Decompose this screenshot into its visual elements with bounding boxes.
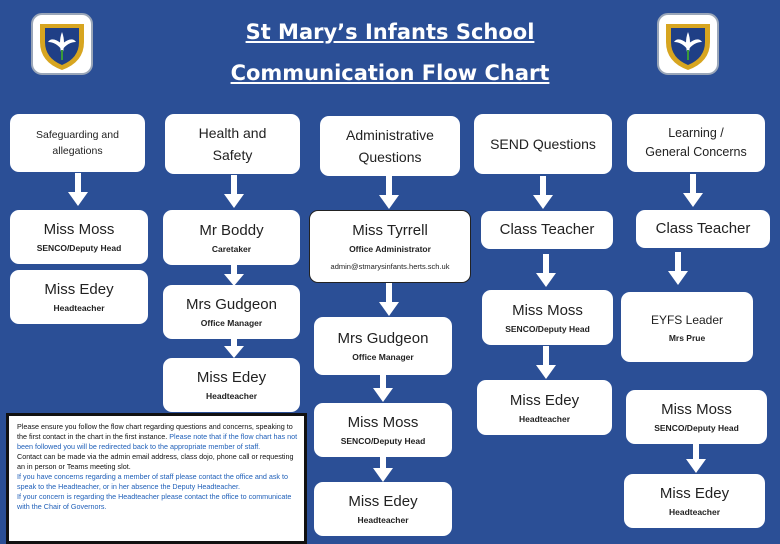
down-arrow-icon bbox=[379, 176, 399, 209]
person-box: Mrs Gudgeon Office Manager bbox=[314, 317, 452, 375]
note-paragraph: If your concern is regarding the Headtea… bbox=[17, 492, 292, 511]
note-paragraph: Contact can be made via the admin email … bbox=[17, 452, 294, 471]
person-box: Miss Tyrrell Office Administrator admin@… bbox=[309, 210, 471, 283]
person-box: Mr Boddy Caretaker bbox=[163, 210, 300, 265]
down-arrow-icon bbox=[224, 339, 244, 358]
person-role: Headteacher bbox=[518, 413, 571, 424]
down-arrow-icon bbox=[373, 457, 393, 482]
person-role: Headteacher bbox=[205, 391, 258, 401]
down-arrow-icon bbox=[224, 175, 244, 208]
person-role: Office Manager bbox=[352, 352, 414, 362]
school-crest-lily-icon bbox=[31, 13, 93, 75]
person-name: Miss Edey bbox=[348, 493, 418, 510]
person-box: Class Teacher bbox=[636, 210, 770, 248]
category-label-line1: Learning / bbox=[668, 126, 724, 140]
person-box: Miss Edey Headteacher bbox=[10, 270, 148, 324]
person-role: SENCO/Deputy Head bbox=[505, 323, 590, 334]
person-role: Headteacher bbox=[357, 515, 409, 525]
note-paragraph: Please ensure you follow the flow chart … bbox=[17, 422, 298, 452]
category-label: Administrative Questions bbox=[346, 127, 434, 165]
person-name: Miss Moss bbox=[512, 301, 583, 319]
person-name: Miss Moss bbox=[43, 221, 115, 238]
category-label: Safeguarding and allegations bbox=[36, 129, 119, 157]
down-arrow-icon bbox=[683, 174, 703, 207]
category-box-health-safety: Health and Safety bbox=[165, 114, 300, 174]
category-label: SEND Questions bbox=[490, 136, 596, 152]
person-role: Office Administrator bbox=[349, 244, 431, 254]
person-name: Miss Moss bbox=[347, 414, 419, 431]
chart-title: Communication Flow Chart bbox=[230, 61, 550, 85]
down-arrow-icon bbox=[373, 375, 393, 402]
person-box: Miss Edey Headteacher bbox=[314, 482, 452, 536]
down-arrow-icon bbox=[379, 283, 399, 316]
category-box-safeguarding: Safeguarding and allegations bbox=[10, 114, 145, 172]
down-arrow-icon bbox=[224, 265, 244, 286]
person-name: Miss Edey bbox=[196, 369, 267, 386]
person-name: Mr Boddy bbox=[199, 221, 264, 239]
person-name: EYFS Leader bbox=[650, 313, 724, 327]
person-role: Office Manager bbox=[200, 318, 263, 328]
down-arrow-icon bbox=[536, 254, 556, 287]
person-name: Miss Edey bbox=[509, 391, 580, 409]
category-box-learning: Learning / General Concerns bbox=[627, 114, 765, 172]
person-box: Miss Moss SENCO/Deputy Head bbox=[10, 210, 148, 264]
person-box: Mrs Gudgeon Office Manager bbox=[163, 285, 300, 339]
down-arrow-icon bbox=[668, 252, 688, 285]
person-name: Mrs Gudgeon bbox=[337, 330, 429, 347]
down-arrow-icon bbox=[533, 176, 553, 209]
down-arrow-icon bbox=[68, 173, 88, 206]
person-box: EYFS Leader Mrs Prue bbox=[621, 292, 753, 362]
school-crest-lily-icon bbox=[657, 13, 719, 75]
school-title: St Mary’s Infants School bbox=[245, 20, 535, 44]
person-role: Mrs Prue bbox=[668, 333, 706, 343]
person-name: Class Teacher bbox=[655, 220, 751, 237]
person-role: Headteacher bbox=[53, 303, 105, 313]
person-name: Miss Moss bbox=[661, 401, 732, 418]
category-label: Health and Safety bbox=[198, 125, 267, 163]
person-role: SENCO/Deputy Head bbox=[36, 243, 122, 253]
person-box: Miss Moss SENCO/Deputy Head bbox=[314, 403, 452, 457]
note-paragraph: If you have concerns regarding a member … bbox=[17, 472, 289, 491]
person-box: Miss Edey Headteacher bbox=[477, 380, 612, 435]
person-box: Miss Moss SENCO/Deputy Head bbox=[482, 290, 613, 345]
person-name: Miss Edey bbox=[659, 485, 730, 502]
person-name: Miss Tyrrell bbox=[352, 222, 428, 239]
person-role: SENCO/Deputy Head bbox=[340, 436, 426, 446]
person-role: Headteacher bbox=[668, 507, 721, 517]
category-box-send: SEND Questions bbox=[474, 114, 612, 174]
person-box: Miss Edey Headteacher bbox=[163, 358, 300, 412]
down-arrow-icon bbox=[536, 346, 556, 379]
person-name: Class Teacher bbox=[499, 221, 595, 238]
person-role: Caretaker bbox=[211, 243, 252, 254]
person-box: Miss Edey Headteacher bbox=[624, 474, 765, 528]
category-box-administrative: Administrative Questions bbox=[320, 116, 460, 176]
person-role: SENCO/Deputy Head bbox=[654, 423, 739, 433]
note-text-highlight: Please note that if the flow chart has n… bbox=[17, 432, 298, 451]
admin-email: admin@stmarysinfants.herts.sch.uk bbox=[330, 262, 450, 271]
guidance-note: Please ensure you follow the flow chart … bbox=[6, 413, 307, 544]
person-name: Miss Edey bbox=[44, 281, 114, 298]
category-label-line2: General Concerns bbox=[645, 145, 747, 159]
person-box: Miss Moss SENCO/Deputy Head bbox=[626, 390, 767, 444]
down-arrow-icon bbox=[686, 444, 706, 473]
person-name: Mrs Gudgeon bbox=[186, 296, 277, 313]
note-text: Please ensure you follow the flow chart … bbox=[17, 422, 293, 441]
person-box: Class Teacher bbox=[481, 211, 613, 249]
